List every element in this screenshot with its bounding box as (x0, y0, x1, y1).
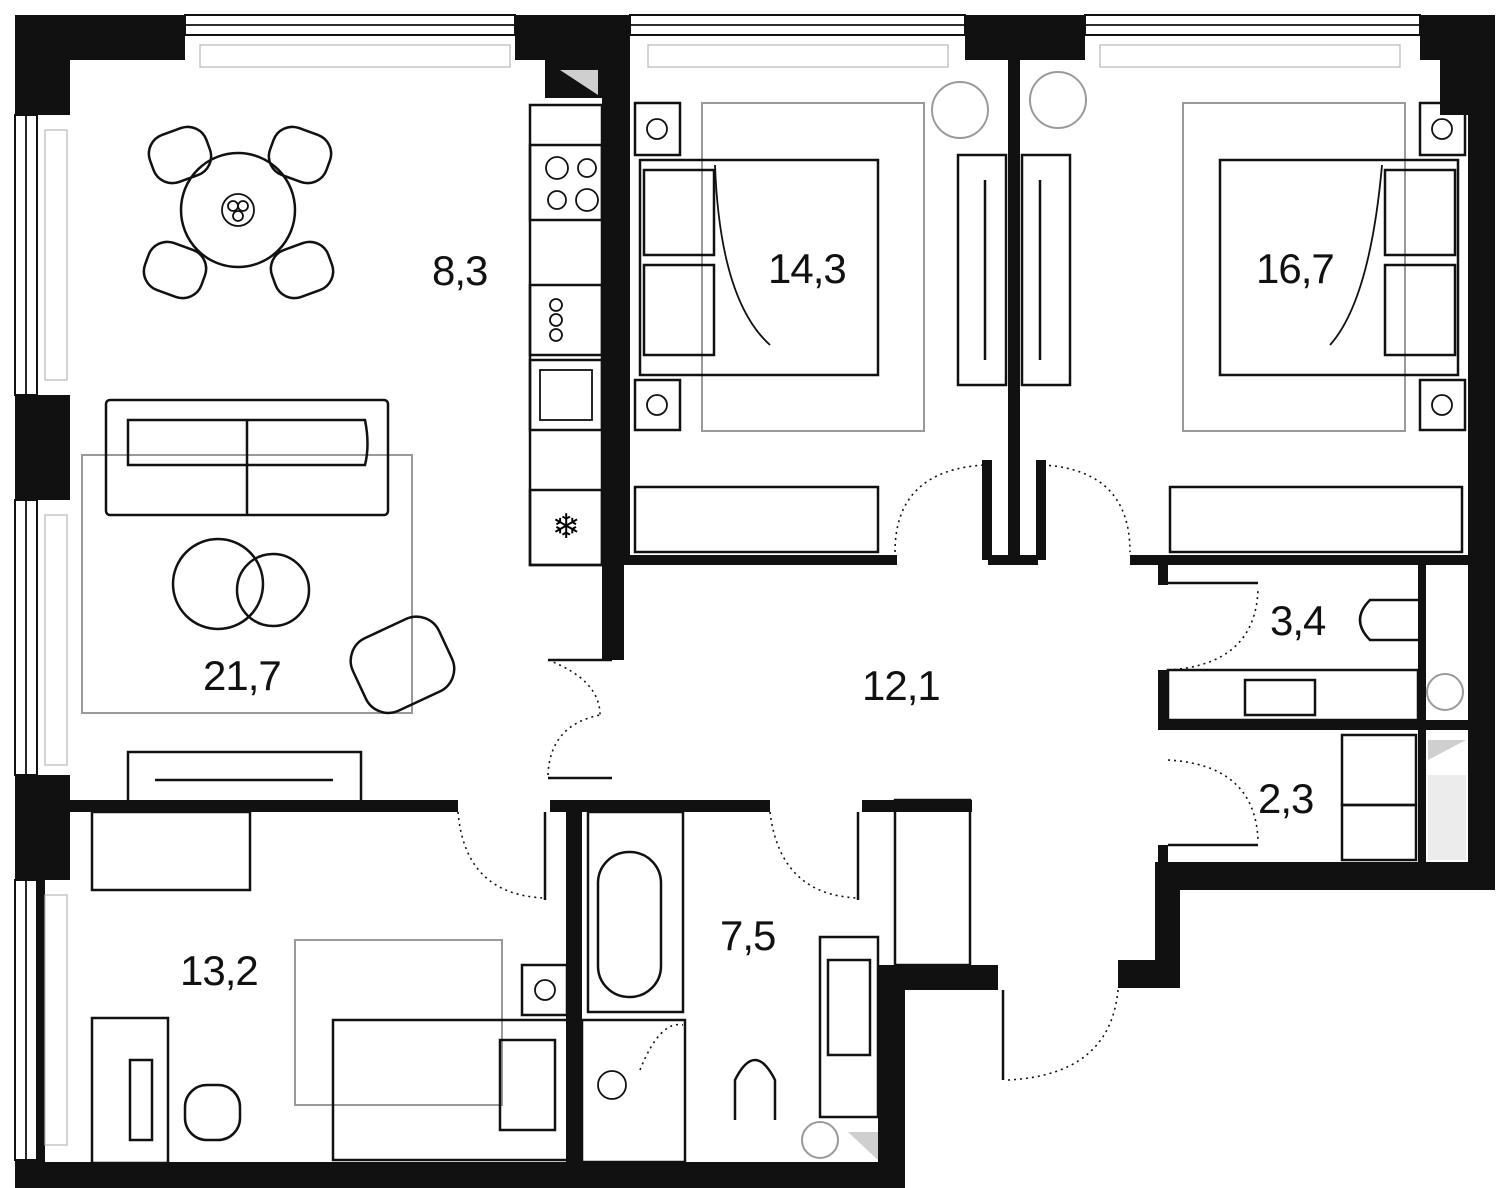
living-room-area-label: 21,7 (203, 652, 282, 699)
hallway-area-label: 12,1 (862, 662, 941, 709)
kitchen-area-label: 8,3 (432, 247, 488, 294)
dining-table (142, 125, 335, 300)
toilet-area-label: 3,4 (1270, 597, 1326, 644)
windows (14, 14, 1421, 1161)
door-swings (457, 464, 1259, 1081)
kitchen-counter: ❄ (528, 103, 604, 567)
svg-text:❄: ❄ (552, 507, 581, 547)
bedroom-1-area-label: 14,3 (768, 245, 847, 292)
bedroom-2-area-label: 16,7 (1256, 245, 1335, 292)
bedroom-3-furniture (90, 810, 570, 1165)
laundry-area-label: 2,3 (1258, 775, 1314, 822)
bathroom-furniture (580, 798, 972, 1164)
bedroom-3-area-label: 13,2 (180, 947, 259, 994)
toilet-furniture (1166, 598, 1420, 722)
plant-icons (801, 71, 1464, 1159)
bedroom-1-furniture (633, 101, 1008, 554)
bedroom-2-furniture (1020, 101, 1467, 554)
bathroom-area-label: 7,5 (720, 912, 776, 959)
laundry-furniture (560, 70, 1466, 862)
interior-walls (70, 15, 1495, 1188)
living-room-furniture (81, 398, 456, 804)
